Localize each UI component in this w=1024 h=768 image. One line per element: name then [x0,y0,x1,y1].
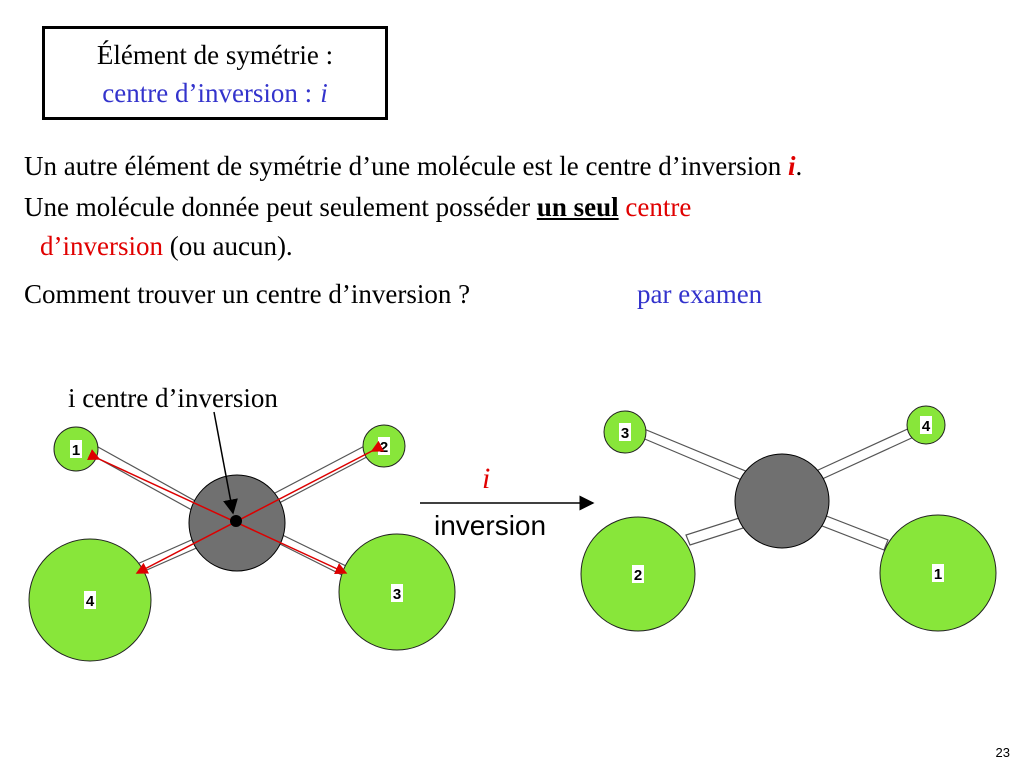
arrow-symbol: i [482,462,491,495]
label-bg-3 [391,584,403,602]
right-molecule: 3 4 2 1 [580,405,997,632]
label-bg-r-1 [932,564,944,582]
atom-label-r-2: 2 [634,567,642,584]
paragraph-1-text: Un autre élément de symétrie d’une moléc… [24,151,788,181]
paragraph-1-symbol: i [787,151,796,181]
title-subheading-text: centre d’inversion : [102,78,313,108]
title-subheading: centre d’inversion :i [45,77,385,109]
atom-label-r-4: 4 [922,418,931,435]
paragraph-1: Un autre élément de symétrie d’une moléc… [24,150,802,182]
bond-r-4 [815,426,917,481]
atom-label-3: 3 [393,586,401,603]
paragraph-2-tail: (ou aucun). [162,231,293,261]
center-label: i centre d’inversion [68,383,278,413]
center-pointer-arrow [213,411,238,515]
atom-label-1: 1 [72,442,80,459]
label-bg-1 [70,440,82,458]
question-line: Comment trouver un centre d’inversion ? [24,278,470,310]
center-atom-right [734,453,830,549]
inversion-center-dot [230,515,242,527]
arrow-label: inversion [434,510,547,541]
label-bg-r-2 [632,565,644,583]
atom-label-2: 2 [380,439,388,456]
atom-label-4: 4 [86,593,95,610]
atom-label-r-1: 1 [934,566,942,583]
label-bg-r-3 [619,423,631,441]
title-heading: Élément de symétrie : [96,40,334,70]
inversion-line-2-4 [135,440,385,574]
paragraph-1-end: . [795,151,803,181]
question-text: Comment trouver un centre d’inversion ? [24,279,471,309]
red-text-inversion: d’inversion [40,231,163,261]
atom-label-r-3: 3 [621,425,629,442]
left-molecule: 1 2 4 3 [28,411,456,662]
title-symbol: i [320,78,328,108]
paragraph-2-text: Une molécule donnée peut seulement possé… [24,192,537,222]
paragraph-2-line1: Une molécule donnée peut seulement possé… [24,191,691,223]
red-text-centre: centre [625,192,692,222]
label-bg-4 [84,591,96,609]
slide-number: 23 [995,745,1010,760]
title-box: Élément de symétrie : centre d’inversion… [42,26,388,120]
label-bg-r-4 [920,416,932,434]
emphasis-un-seul: un seul [536,192,619,222]
answer-text: par examen [637,279,763,309]
paragraph-2-line2: d’inversion (ou aucun). [40,230,293,262]
